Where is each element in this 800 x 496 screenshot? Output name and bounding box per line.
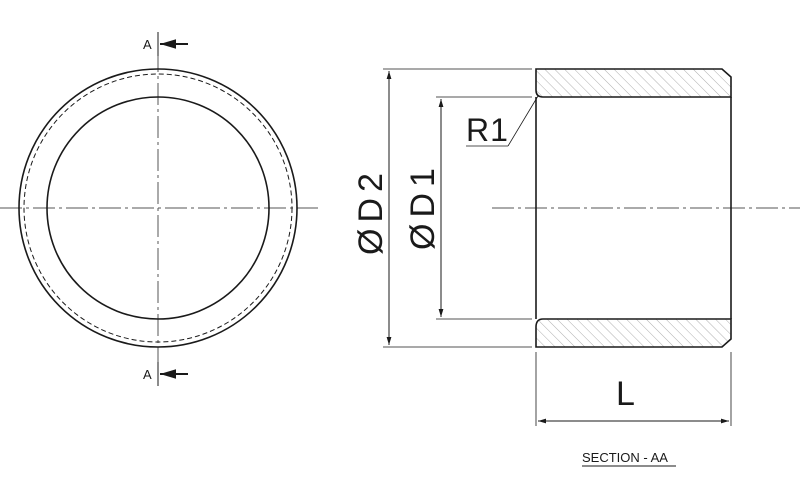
- front-view: A A: [0, 32, 318, 386]
- outer-diameter-label: ØD2: [352, 167, 390, 255]
- section-marker-bottom: A: [143, 367, 152, 382]
- section-caption: SECTION - AA: [582, 450, 668, 465]
- inner-circle: [46, 96, 270, 320]
- radius-leader: [507, 95, 539, 147]
- top-wall-section: [535, 68, 732, 98]
- section-arrow-bottom: A: [143, 362, 188, 386]
- radius-label: R1: [466, 112, 509, 148]
- outer-circle: [18, 68, 298, 348]
- chamfer-hidden-circle: [23, 73, 293, 343]
- inner-diameter-label: ØD1: [404, 162, 442, 250]
- section-view: ØD2 ØD1 R1 L SECTION - AA: [352, 68, 800, 467]
- bottom-wall-section: [535, 318, 732, 348]
- length-label: L: [616, 375, 635, 413]
- section-marker-top: A: [143, 37, 152, 52]
- section-arrow-top: A: [143, 32, 188, 56]
